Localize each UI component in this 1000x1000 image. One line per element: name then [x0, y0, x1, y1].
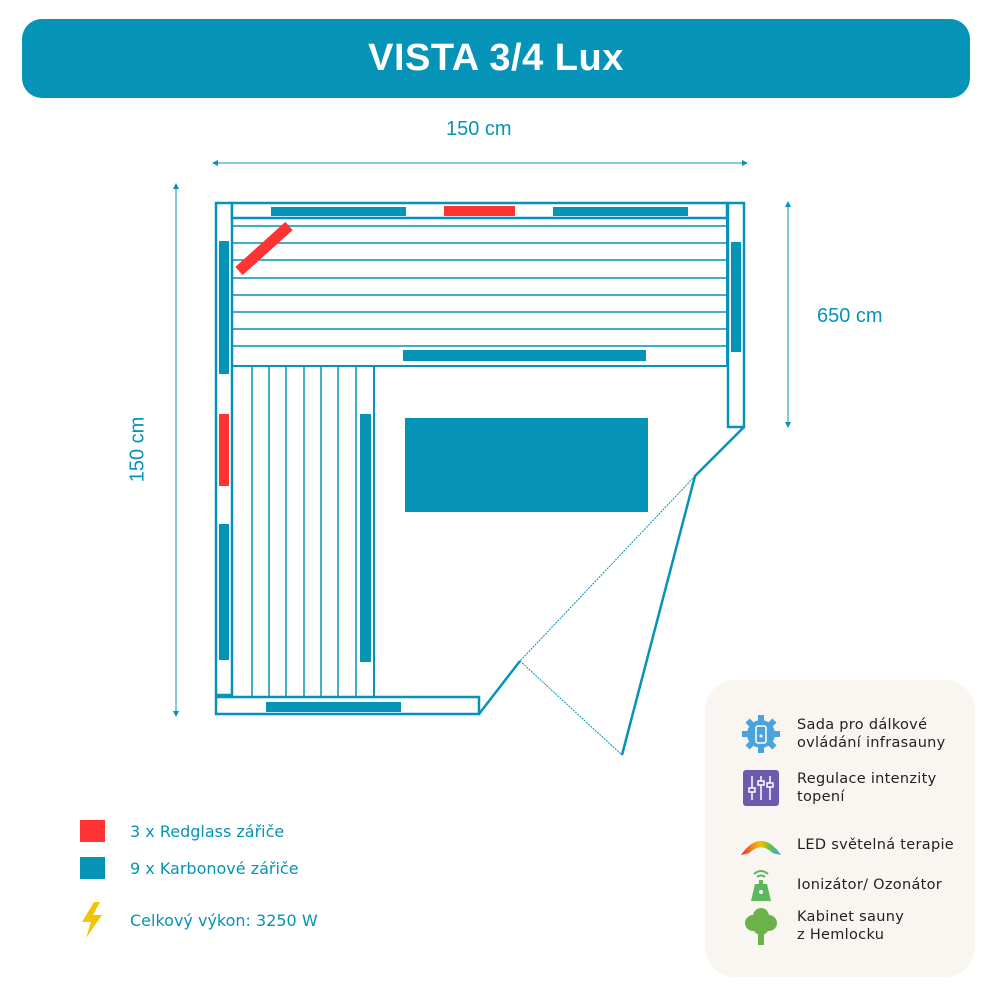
carbon-heater: [271, 207, 406, 216]
carbon-heater: [403, 350, 646, 361]
carbon-heater: [553, 207, 688, 216]
lightning-icon: [82, 902, 102, 938]
blue-square-icon: [80, 857, 105, 879]
tree-icon: [740, 906, 782, 946]
title-bar: VISTA 3/4 Lux: [22, 19, 970, 98]
carbon-heaters: [219, 207, 741, 712]
legend-carbon: 9 x Karbonové zářiče: [80, 857, 299, 879]
left-bench: [231, 365, 375, 698]
red-square-icon: [80, 820, 105, 842]
dimension-width-label: 150 cm: [446, 118, 512, 140]
ionizer-icon: [740, 865, 782, 905]
redglass-heater: [444, 206, 515, 216]
feature-led: LED světelná terapie: [740, 825, 954, 865]
carbon-heater: [219, 241, 229, 374]
page-title: VISTA 3/4 Lux: [368, 37, 624, 79]
carbon-heater: [360, 414, 371, 662]
door: [478, 426, 745, 756]
redglass-heater: [219, 414, 229, 486]
carbon-heater: [266, 702, 401, 712]
legend-label: Celkový výkon: 3250 W: [130, 910, 318, 930]
carbon-heater: [219, 524, 229, 660]
redglass-heaters: [219, 206, 515, 486]
feature-ionizer: Ionizátor/ Ozonátor: [740, 865, 942, 905]
legend-label: 3 x Redglass zářiče: [130, 821, 285, 841]
dimension-height-label: 650 cm: [817, 305, 883, 327]
remote-gear-icon: [740, 714, 782, 754]
legend-label: 9 x Karbonové zářiče: [130, 858, 299, 878]
top-bench: [231, 217, 728, 367]
redglass-heater-corner: [235, 221, 293, 276]
legend-power: Celkový výkon: 3250 W: [80, 902, 318, 938]
rainbow-icon: [740, 825, 782, 865]
legend-redglass: 3 x Redglass zářiče: [80, 820, 284, 842]
carbon-heater: [731, 242, 741, 352]
dimension-arrows: [173, 160, 791, 717]
sliders-icon: [740, 768, 782, 808]
carbon-heater-floor: [405, 418, 648, 512]
